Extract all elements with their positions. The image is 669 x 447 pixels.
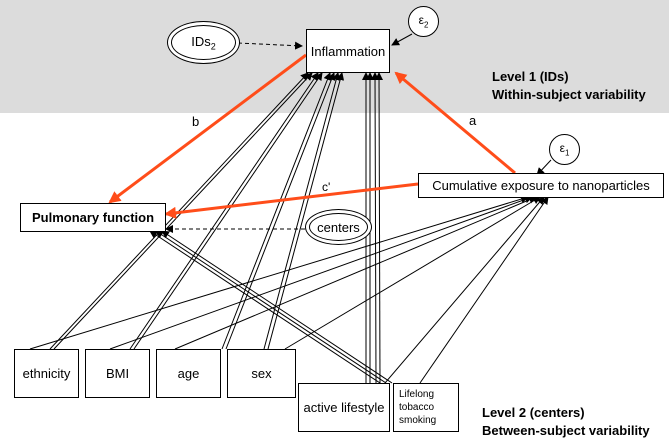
path-c-prime-label: c' bbox=[322, 180, 331, 194]
epsilon1-subscript: 1 bbox=[564, 148, 570, 158]
ids2-label: IDs2 bbox=[191, 34, 216, 52]
covariates-to-exposure bbox=[29, 195, 549, 384]
path-c-prime bbox=[164, 182, 419, 219]
bmi-node: BMI bbox=[85, 349, 150, 398]
epsilon2-subscript: 2 bbox=[423, 20, 429, 30]
epsilon1-text: ε bbox=[559, 141, 565, 156]
epsilon2-label: ε2 bbox=[419, 13, 429, 29]
path-b-label: b bbox=[192, 114, 200, 129]
ids-to-inflammation bbox=[237, 41, 303, 50]
epsilon1-label: ε1 bbox=[560, 141, 570, 157]
age-node: age bbox=[156, 349, 221, 398]
epsilon1-node: ε1 bbox=[549, 134, 580, 165]
ethnicity-node: ethnicity bbox=[14, 349, 79, 398]
path-b bbox=[108, 53, 307, 204]
epsilon2-node: ε2 bbox=[408, 6, 439, 37]
cumulative-exposure-label: Cumulative exposure to nanoparticles bbox=[432, 178, 650, 193]
centers-node: centers bbox=[305, 209, 372, 245]
epsilon1-arrow bbox=[536, 159, 552, 176]
lifelong-tobacco-smoking-node: Lifelong tobacco smoking bbox=[393, 383, 459, 432]
pulmonary-function-label: Pulmonary function bbox=[31, 210, 155, 225]
active-lifestyle-node: active lifestyle bbox=[298, 383, 390, 432]
lifelong-tobacco-smoking-label: Lifelong tobacco smoking bbox=[399, 389, 437, 426]
inflammation-label: Inflammation bbox=[310, 43, 386, 59]
ids2-node: IDs2 bbox=[167, 21, 240, 64]
ethnicity-label: ethnicity bbox=[22, 366, 71, 381]
level1-title: Level 1 (IDs) bbox=[492, 69, 569, 84]
centers-label: centers bbox=[317, 219, 360, 235]
sex-label: sex bbox=[251, 366, 272, 381]
ids2-inner-ring bbox=[171, 25, 236, 60]
cumulative-exposure-node: Cumulative exposure to nanoparticles bbox=[418, 173, 664, 198]
sex-node: sex bbox=[227, 349, 296, 398]
ids2-subscript: 2 bbox=[210, 41, 216, 52]
centers-inner-ring bbox=[309, 213, 368, 241]
ids2-text: IDs bbox=[191, 33, 211, 49]
path-a-label: a bbox=[469, 113, 477, 128]
epsilon2-text: ε bbox=[418, 13, 424, 28]
lifestyle-to-pulmonary bbox=[149, 230, 393, 384]
active-lifestyle-label: active lifestyle bbox=[303, 400, 385, 415]
level1-description: Within-subject variability bbox=[492, 87, 646, 102]
pulmonary-function-node: Pulmonary function bbox=[20, 203, 166, 232]
inflammation-node: Inflammation bbox=[306, 29, 390, 73]
path-a bbox=[394, 71, 516, 175]
level2-description: Between-subject variability bbox=[482, 423, 650, 438]
epsilon2-arrow bbox=[391, 33, 413, 46]
level2-title: Level 2 (centers) bbox=[482, 405, 585, 420]
age-label: age bbox=[177, 366, 200, 381]
bmi-label: BMI bbox=[105, 366, 130, 381]
